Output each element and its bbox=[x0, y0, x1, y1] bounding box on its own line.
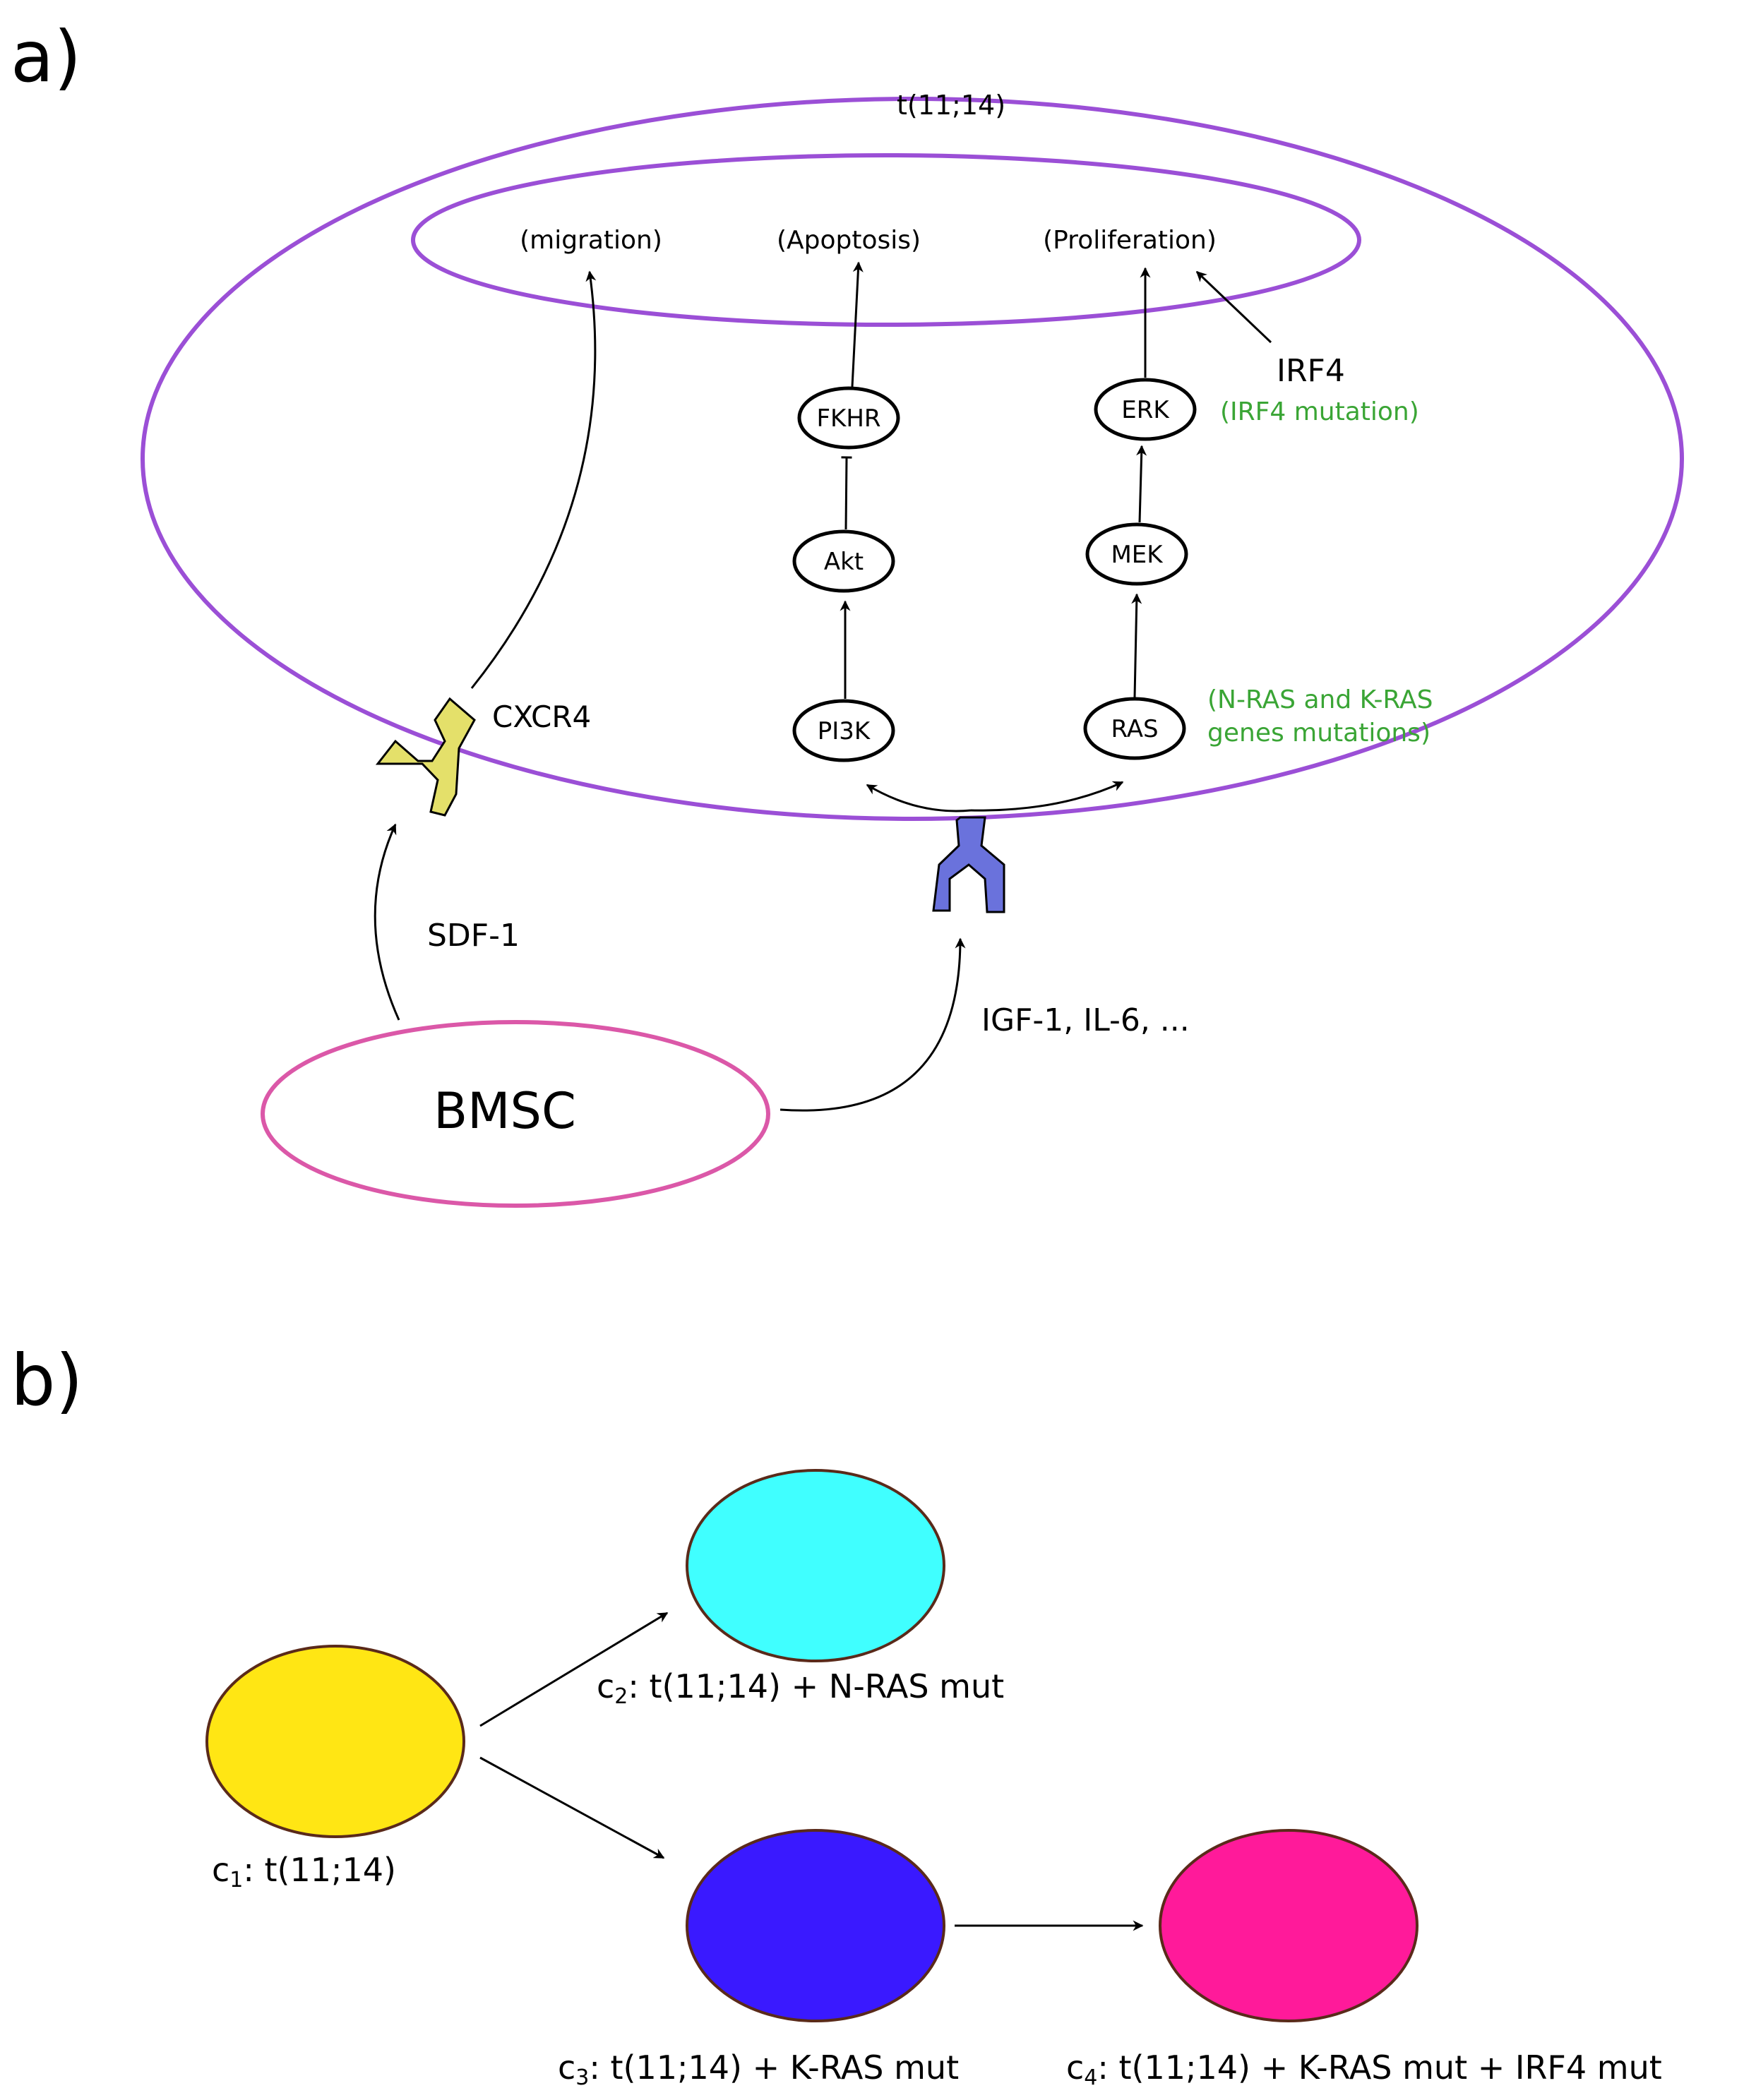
clone-c4-label: c4: t(11;14) + K-RAS mut + IRF4 mut bbox=[1066, 2048, 1662, 2090]
ras-mutation-line1: (N-RAS and K-RAS bbox=[1207, 685, 1433, 714]
clone-c3-label: c3: t(11;14) + K-RAS mut bbox=[558, 2048, 959, 2090]
edge-mek-erk bbox=[1136, 445, 1147, 523]
edge-receptor-ras bbox=[970, 781, 1124, 812]
outcome-apoptosis: (Apoptosis) bbox=[777, 226, 921, 255]
panel-b-label: b) bbox=[11, 1339, 83, 1422]
node-fkhr: FKHR bbox=[797, 386, 900, 450]
edge-c1-c2 bbox=[479, 1612, 669, 1727]
ras-mutation-line2: genes mutations) bbox=[1207, 719, 1431, 748]
clone-c3 bbox=[686, 1829, 945, 2022]
edge-akt-fkhr-inhibit bbox=[841, 456, 852, 530]
clone-c1-label: c1: t(11;14) bbox=[212, 1851, 396, 1892]
node-ras: RAS bbox=[1083, 697, 1186, 760]
node-mek: MEK bbox=[1085, 522, 1188, 586]
ligand-growth-factors: IGF-1, IL-6, ... bbox=[981, 1002, 1190, 1038]
growth-factor-receptor bbox=[932, 816, 1005, 913]
cell-membrane bbox=[141, 97, 1684, 821]
clone-c2 bbox=[686, 1469, 945, 1662]
bmsc-label: BMSC bbox=[434, 1082, 576, 1140]
node-erk-label: ERK bbox=[1121, 396, 1170, 424]
edge-cxcr4-migration bbox=[470, 270, 597, 689]
node-pi3k: PI3K bbox=[792, 699, 895, 762]
outcome-proliferation: (Proliferation) bbox=[1043, 226, 1217, 255]
edge-c1-c3 bbox=[479, 1756, 665, 1859]
edge-receptor-pi3k bbox=[866, 784, 972, 812]
clone-c1 bbox=[205, 1645, 465, 1838]
node-pi3k-label: PI3K bbox=[818, 717, 871, 745]
edge-irf4-proliferation bbox=[1195, 270, 1272, 344]
edge-ras-mek bbox=[1131, 593, 1142, 698]
node-akt-label: Akt bbox=[824, 548, 864, 576]
clone-c4 bbox=[1159, 1829, 1419, 2022]
node-mek-label: MEK bbox=[1111, 541, 1164, 569]
clone-c2-label: c2: t(11;14) + N-RAS mut bbox=[597, 1667, 1004, 1709]
outcome-migration: (migration) bbox=[520, 226, 662, 255]
panel-a-label: a) bbox=[11, 16, 81, 98]
bmsc-cell bbox=[261, 1020, 770, 1208]
cxcr4-receptor bbox=[375, 697, 476, 817]
irf4-label: IRF4 bbox=[1277, 353, 1345, 389]
node-ras-label: RAS bbox=[1111, 715, 1158, 743]
node-erk: ERK bbox=[1094, 378, 1197, 441]
irf4-mutation-label: (IRF4 mutation) bbox=[1220, 397, 1419, 426]
nucleus-outcomes-region bbox=[411, 153, 1361, 327]
edge-fkhr-apoptosis bbox=[851, 261, 864, 388]
cxcr4-label: CXCR4 bbox=[492, 700, 591, 734]
edge-bmsc-cxcr4 bbox=[374, 823, 400, 1021]
ligand-sdf1: SDF-1 bbox=[427, 918, 520, 954]
edge-bmsc-receptor bbox=[780, 937, 966, 1112]
node-fkhr-label: FKHR bbox=[816, 404, 880, 433]
cell-title: t(11;14) bbox=[897, 90, 1005, 121]
node-akt: Akt bbox=[792, 529, 895, 593]
